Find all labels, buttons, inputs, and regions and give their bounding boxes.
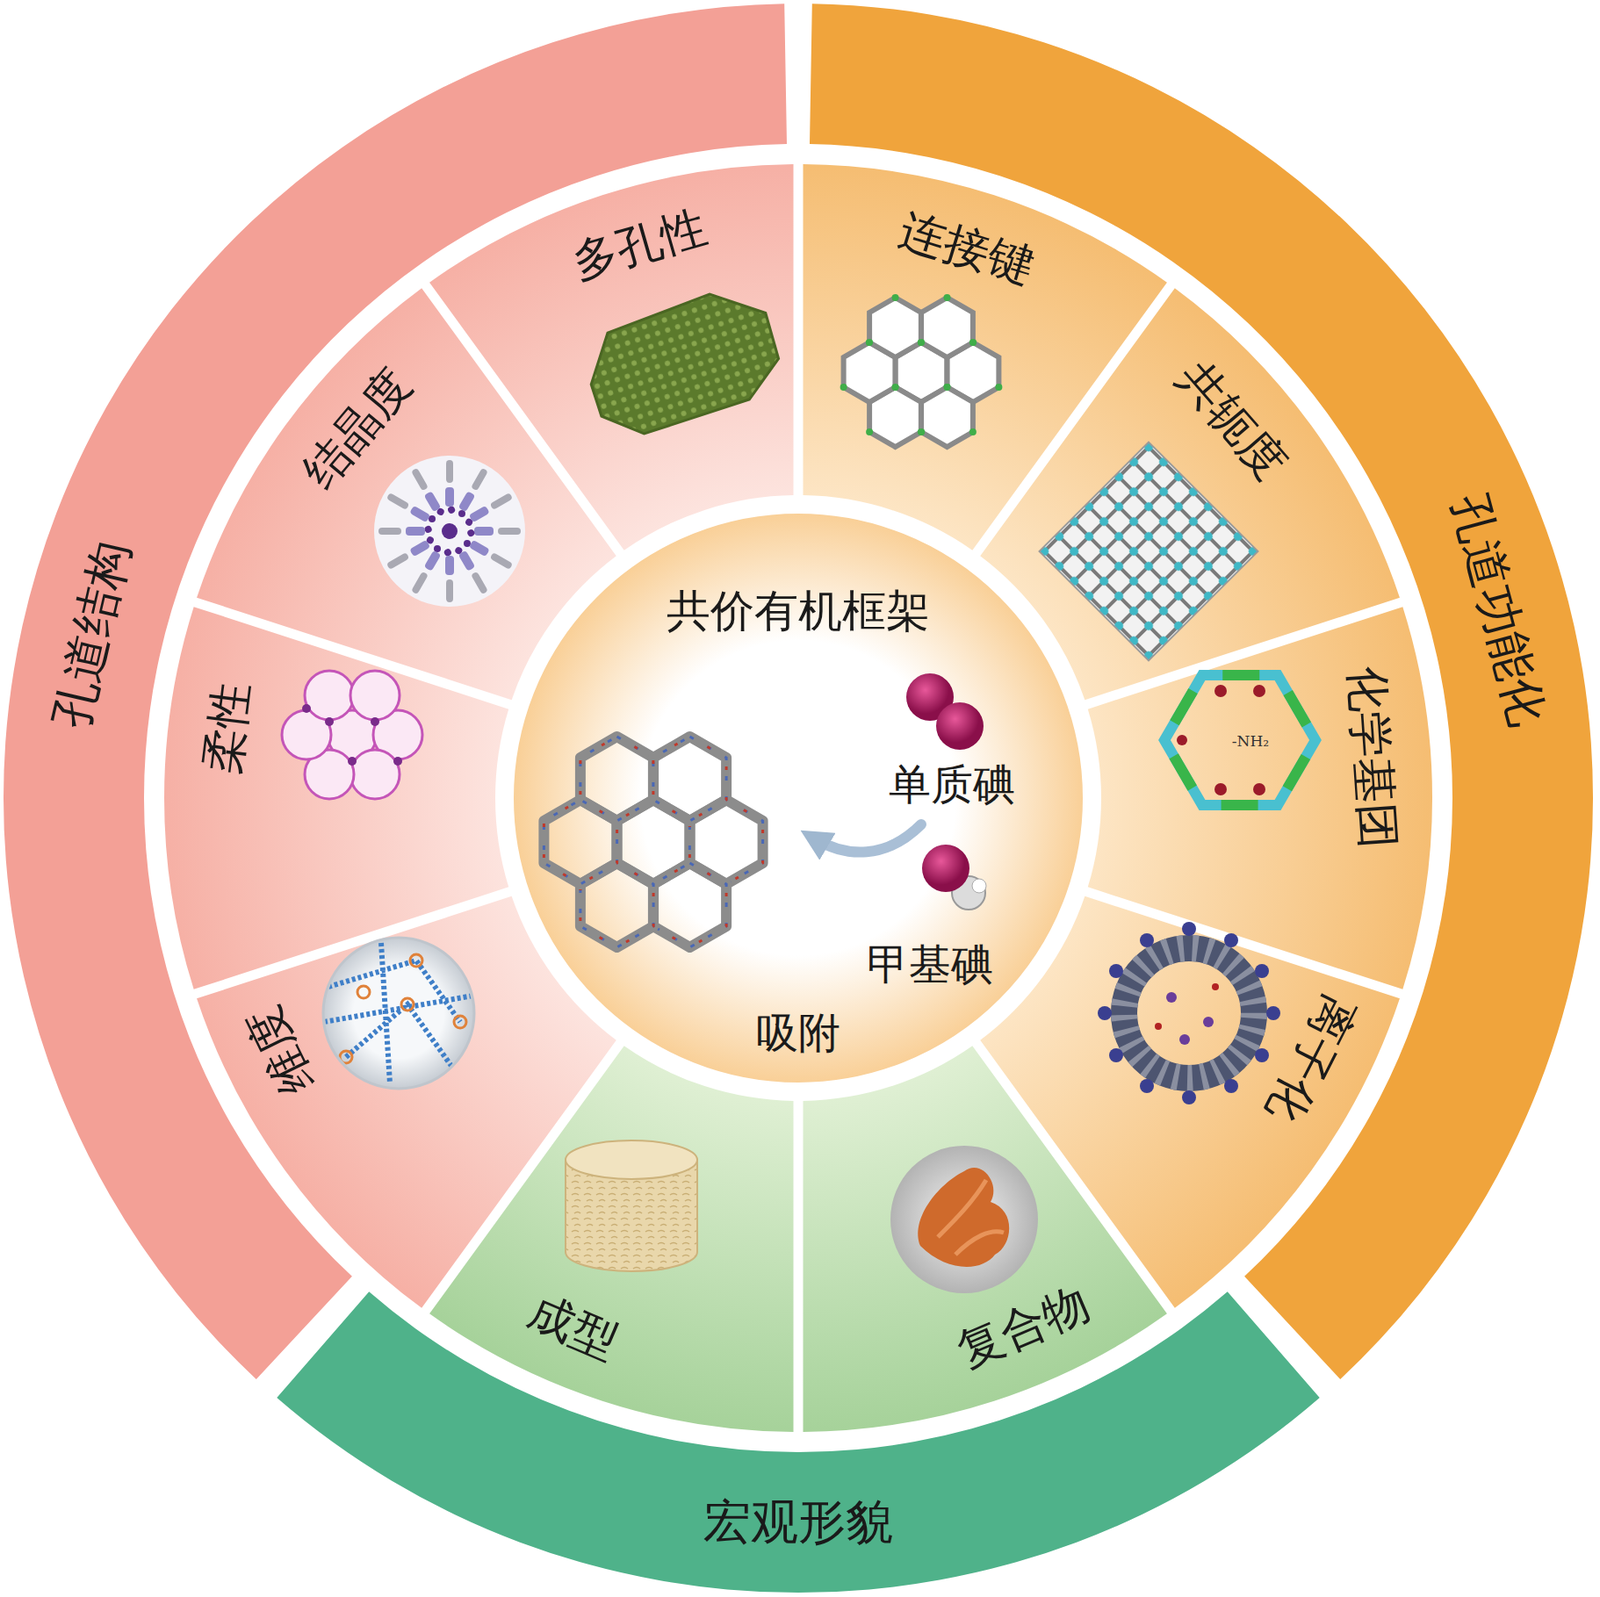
category-label: 宏观形貌	[703, 1495, 894, 1550]
category-band: 宏观形貌	[274, 1290, 1322, 1595]
property-sector-fill	[803, 1045, 1168, 1433]
center-title: 共价有机框架	[666, 586, 930, 638]
adsorbate-label: 甲基碘	[866, 940, 994, 989]
property-sector-shape	[796, 1041, 1174, 1435]
property-sector-fill	[429, 1045, 793, 1433]
property-sector-shape	[423, 1041, 801, 1435]
property-sector: 复合物	[796, 1041, 1174, 1435]
center-circle-fill	[511, 511, 1085, 1085]
property-sector: 成型	[423, 1041, 801, 1435]
adsorbate-label: 单质碘	[888, 760, 1016, 809]
property-label: 柔性	[195, 679, 260, 778]
group-formula: -NH₂	[1232, 733, 1269, 751]
category-band-fill	[276, 1291, 1319, 1593]
process-label: 吸附	[756, 1009, 841, 1058]
center-circle: 共价有机框架单质碘甲基碘吸附	[510, 510, 1087, 1087]
